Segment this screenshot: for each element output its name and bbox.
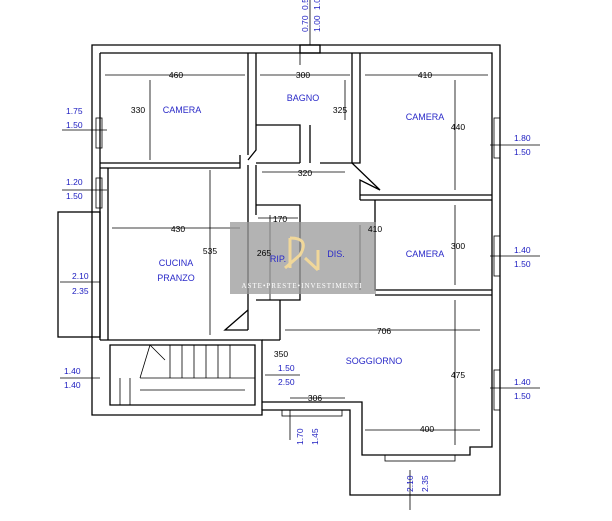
svg-text:1.50: 1.50 [514,391,531,401]
room-pranzo: PRANZO [157,273,195,283]
svg-text:2.35: 2.35 [72,286,89,296]
svg-text:0.5: 0.5 [300,0,310,10]
svg-text:1.00: 1.00 [312,15,322,32]
svg-text:1.40: 1.40 [514,377,531,387]
svg-text:2.10: 2.10 [72,271,89,281]
svg-text:1.70: 1.70 [295,428,305,445]
svg-text:475: 475 [451,370,465,380]
svg-text:325: 325 [333,105,347,115]
svg-text:2.35: 2.35 [420,475,430,492]
svg-text:1.40: 1.40 [64,380,81,390]
svg-text:430: 430 [171,224,185,234]
room-bagno: BAGNO [287,93,320,103]
window-marks [60,45,540,510]
svg-text:300: 300 [451,241,465,251]
stairs [119,344,255,405]
svg-text:460: 460 [169,70,183,80]
svg-text:1.50: 1.50 [278,363,295,373]
room-camera-3: CAMERA [406,249,445,259]
room-dis: DIS. [327,249,345,259]
svg-text:ASTE•PRESTE•INVESTIMENTI: ASTE•PRESTE•INVESTIMENTI [241,282,362,290]
svg-text:1.45: 1.45 [310,428,320,445]
window-labels: 0.70 1.00 0.5 1.0 1.75 1.50 1.20 1.50 2.… [64,0,531,492]
room-labels: CAMERA BAGNO CAMERA CUCINA PRANZO RIP. D… [157,93,444,366]
room-cucina: CUCINA [159,258,194,268]
svg-text:306: 306 [308,393,322,403]
svg-text:2.10: 2.10 [405,475,415,492]
svg-text:410: 410 [418,70,432,80]
svg-text:1.80: 1.80 [514,133,531,143]
svg-text:0.70: 0.70 [300,15,310,32]
svg-text:706: 706 [377,326,391,336]
watermark-logo: ASTE•PRESTE•INVESTIMENTI [230,222,376,294]
svg-text:1.40: 1.40 [514,245,531,255]
svg-text:330: 330 [131,105,145,115]
svg-text:400: 400 [420,424,434,434]
svg-text:350: 350 [274,349,288,359]
svg-text:1.50: 1.50 [514,147,531,157]
svg-text:170: 170 [273,214,287,224]
room-camera-2: CAMERA [406,112,445,122]
svg-text:2.50: 2.50 [278,377,295,387]
room-soggiorno: SOGGIORNO [346,356,403,366]
svg-text:535: 535 [203,246,217,256]
svg-text:1.75: 1.75 [66,106,83,116]
svg-text:1.50: 1.50 [66,120,83,130]
svg-text:300: 300 [296,70,310,80]
svg-text:1.50: 1.50 [514,259,531,269]
svg-text:1.0: 1.0 [312,0,322,10]
svg-text:1.50: 1.50 [66,191,83,201]
svg-text:410: 410 [368,224,382,234]
room-rip: RIP. [270,254,286,264]
svg-text:1.40: 1.40 [64,366,81,376]
svg-text:440: 440 [451,122,465,132]
svg-text:1.20: 1.20 [66,177,83,187]
room-camera-1: CAMERA [163,105,202,115]
svg-text:265: 265 [257,248,271,258]
dimension-labels: 460 300 410 330 325 440 320 170 410 430 … [131,70,465,434]
svg-text:320: 320 [298,168,312,178]
